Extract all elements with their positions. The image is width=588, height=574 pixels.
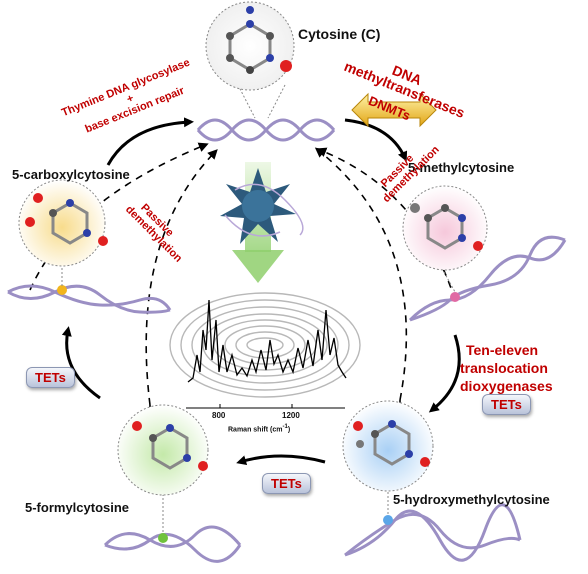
- carboxylcytosine-bubble: [18, 179, 108, 286]
- dna-right: [408, 235, 567, 322]
- hydroxymethylcytosine-bubble: [342, 400, 434, 515]
- carboxyl-site-marker: [57, 285, 67, 295]
- formyl-site-marker: [158, 533, 168, 543]
- green-down-arrow-head: [232, 250, 284, 283]
- raman-tick-1200: 1200: [282, 411, 300, 420]
- dnmt-arrow-icon: [351, 92, 437, 128]
- tets-badge-right: TETs: [482, 394, 531, 415]
- methylcytosine-bubble: [402, 185, 488, 293]
- arrow-5hmc-to-5fc: [236, 454, 326, 466]
- arrow-5cac-to-c: [106, 117, 194, 166]
- dna-left: [7, 284, 172, 314]
- label-5-hydroxymethylcytosine: 5-hydroxymethylcytosine: [393, 492, 550, 507]
- arrow-5fc-to-5cac: [61, 326, 101, 400]
- tet-label-line1: Ten-eleven: [466, 342, 539, 358]
- raman-x-label-text: Raman shift (cm: [228, 426, 283, 434]
- dna-bottom-left: [103, 525, 242, 563]
- raman-spectrum-line: [187, 299, 347, 383]
- inner-right-dashed-path: [316, 147, 456, 301]
- tets-badge-left: TETs: [26, 367, 75, 388]
- page-title: Cytosine (C): [298, 26, 381, 42]
- cytosine-bubble: [205, 1, 295, 119]
- outer-right-dashed-path: [314, 147, 408, 401]
- raman-x-label: Raman shift (cm-1): [228, 424, 290, 433]
- dna-top: [196, 118, 336, 142]
- fingerprint-icon: [169, 292, 361, 398]
- outer-left-dashed-path: [145, 149, 218, 406]
- label-5-formylcytosine: 5-formylcytosine: [25, 500, 130, 515]
- tet-label-line2: translocation: [460, 360, 548, 376]
- raman-x-label-sup: -1: [282, 424, 288, 430]
- raman-tick-800: 800: [212, 411, 226, 420]
- hydroxymethyl-site-marker: [383, 515, 393, 525]
- methyl-site-marker: [450, 292, 460, 302]
- arrow-c-to-5mc: [344, 118, 408, 162]
- tet-label-line3: dioxygenases: [460, 378, 553, 394]
- dna-bottom-right: [344, 503, 522, 562]
- formylcytosine-bubble: [117, 404, 209, 533]
- nanostar-icon: [220, 168, 296, 244]
- label-5-carboxylcytosine: 5-carboxylcytosine: [12, 167, 130, 182]
- arrow-5mc-to-5hmc: [428, 334, 461, 413]
- label-5-methylcytosine: 5-methylcytosine: [408, 160, 515, 175]
- tets-badge-bottom: TETs: [262, 473, 311, 494]
- raman-x-label-close: ): [287, 426, 291, 434]
